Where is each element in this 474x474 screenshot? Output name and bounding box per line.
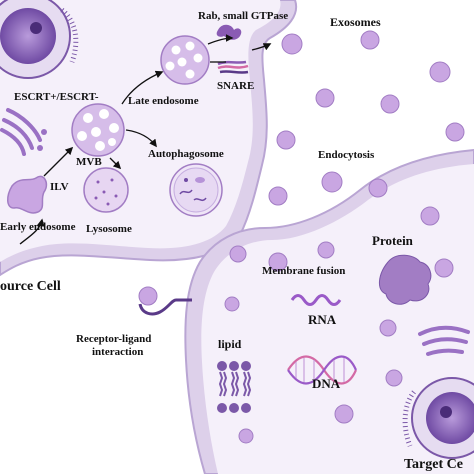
label-ilv: ILV — [50, 181, 69, 193]
mvb — [71, 103, 125, 157]
label-target-cell: Target Ce — [404, 457, 463, 472]
label-autophagosome: Autophagosome — [148, 148, 224, 160]
label-escrt: ESCRT+/ESCRT- — [14, 91, 99, 103]
label-dna: DNA — [312, 376, 341, 391]
label-lipid: lipid — [218, 337, 242, 351]
golgi-source — [0, 108, 47, 156]
receptor-ligand-icon — [138, 286, 192, 316]
internalized-vesicles — [224, 206, 454, 444]
label-rab: Rab, small GTPase — [198, 10, 288, 22]
label-mvb: MVB — [76, 156, 102, 168]
lysosome — [83, 167, 129, 213]
golgi-target — [418, 325, 470, 356]
snare — [217, 60, 249, 74]
label-source-cell: ource Cell — [0, 279, 61, 294]
protein-icon — [379, 254, 432, 305]
target-nucleus — [402, 377, 474, 459]
rna-icon — [290, 294, 342, 306]
label-membrane-fusion: Membrane fusion — [262, 265, 345, 277]
extracellular-exosomes — [268, 30, 465, 206]
label-endocytosis: Endocytosis — [318, 149, 375, 161]
label-exosomes: Exosomes — [330, 15, 381, 29]
early-endosome — [7, 175, 48, 214]
lipid-icon — [217, 361, 252, 413]
label-receptor-ligand: Receptor-ligand — [76, 333, 151, 345]
rab-gtpase — [216, 24, 242, 40]
label-rna: RNA — [308, 312, 337, 327]
label-early-endosome: Early endosome — [0, 221, 76, 233]
label-late-endosome: Late endosome — [128, 95, 199, 107]
label-snare: SNARE — [217, 80, 254, 92]
dna-icon — [287, 355, 358, 385]
target-cell — [184, 148, 474, 474]
pathway-arrows — [19, 34, 272, 245]
label-interaction: interaction — [92, 346, 143, 358]
label-lysosome: Lysosome — [86, 223, 132, 235]
late-endosome — [160, 35, 210, 85]
label-protein: Protein — [372, 233, 414, 248]
autophagosome — [169, 163, 223, 217]
source-nucleus — [0, 0, 79, 79]
